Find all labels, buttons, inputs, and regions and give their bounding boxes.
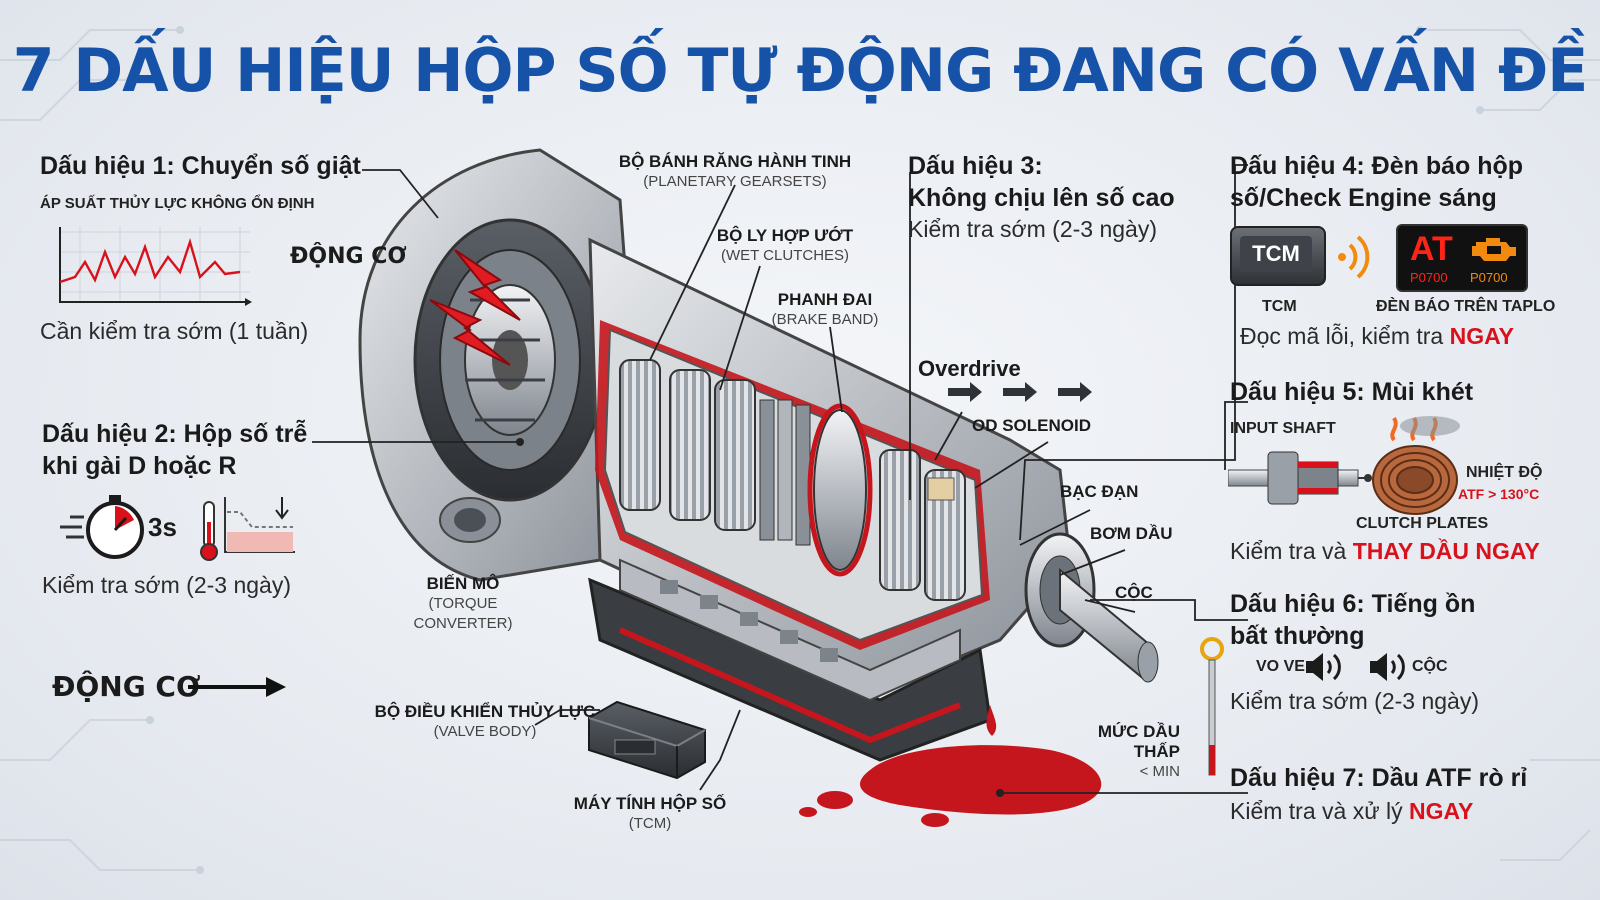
sign4-note: Đọc mã lỗi, kiểm tra NGAY — [1240, 323, 1514, 350]
planetary-label-en: (PLANETARY GEARSETS) — [643, 173, 827, 190]
valve-body-label: BỘ ĐIỀU KHIỂN THỦY LỰC (VALVE BODY) — [370, 702, 600, 742]
wet-clutch-label: BỘ LY HỢP ƯỚT (WET CLUTCHES) — [700, 226, 870, 266]
sign5-heading: Dấu hiệu 5: Mùi khét — [1230, 378, 1474, 406]
speaker-icon — [1306, 653, 1341, 681]
overdrive-label: Overdrive — [918, 356, 1021, 381]
tcm-computer-icon — [588, 700, 706, 780]
sign4-heading-line1: Dấu hiệu 4: Đèn báo hộp — [1230, 152, 1524, 180]
low-oil-label-vi: MỨC DẦU THẤP — [1097, 722, 1180, 761]
brake-band-label-vi: PHANH ĐAI — [777, 290, 873, 309]
sign4-note-prefix: Đọc mã lỗi, kiểm tra — [1240, 323, 1444, 349]
dash-caption: ĐÈN BÁO TRÊN TAPLO — [1376, 298, 1556, 315]
input-shaft-icon — [1228, 451, 1372, 505]
tcm-module-icon: TCM — [1230, 226, 1326, 286]
coc-label: CỘC — [1115, 583, 1153, 602]
sign7-heading: Dấu hiệu 7: Dầu ATF rò rỉ — [1230, 764, 1528, 792]
arrow-right-icon — [188, 677, 286, 697]
bearing-label: BẠC ĐẠN — [1060, 482, 1139, 501]
delay-icons — [60, 495, 295, 561]
wet-clutch-label-vi: BỘ LY HỢP ƯỚT — [716, 226, 854, 245]
planetary-label: BỘ BÁNH RĂNG HÀNH TINH (PLANETARY GEARSE… — [590, 152, 880, 192]
sound-label-1: VO VE — [1256, 658, 1305, 675]
sign2-timer: 3s — [148, 512, 177, 542]
oil-pump-label: BƠM DẦU — [1090, 524, 1173, 543]
engine-arrow-label: ĐỘNG CƠ — [52, 670, 201, 703]
planetary-gearsets — [619, 359, 756, 531]
sign7-note-emphasis: NGAY — [1409, 798, 1474, 824]
lightning-icon — [429, 249, 521, 366]
wet-clutch-label-en: (WET CLUTCHES) — [720, 247, 850, 264]
sign3-note: Kiểm tra sớm (2-3 ngày) — [908, 216, 1157, 242]
valve-body-label-vi: BỘ ĐIỀU KHIỂN THỦY LỰC — [374, 702, 596, 721]
temp-value: ATF > 130°C — [1458, 486, 1540, 502]
brake-band-drum — [807, 403, 873, 577]
sign5-note: Kiểm tra và THAY DẦU NGAY — [1230, 538, 1540, 565]
speaker-icon — [1370, 653, 1405, 681]
check-engine-icon — [1472, 238, 1516, 261]
valve-body-label-en: (VALVE BODY) — [433, 723, 537, 740]
sign4-heading-line2: số/Check Engine sáng — [1230, 184, 1497, 212]
sign1-heading: Dấu hiệu 1: Chuyển số giật — [40, 152, 361, 180]
dipstick-icon — [1200, 637, 1224, 776]
tcm-label-en: (TCM) — [628, 815, 672, 832]
overdrive-arrows — [948, 382, 1092, 402]
sign5-note-prefix: Kiểm tra và — [1230, 538, 1347, 564]
clutch-plates-label: CLUTCH PLATES — [1356, 515, 1489, 532]
sign6-note: Kiểm tra sớm (2-3 ngày) — [1230, 688, 1479, 714]
pressure-chart-icon — [59, 227, 252, 306]
sound-wave-icon — [1338, 235, 1370, 279]
low-oil-label: MỨC DẦU THẤP < MIN — [1062, 722, 1180, 782]
torque-converter-label-vi: BIẾN MÔ — [426, 574, 500, 593]
sign1-note: Cần kiểm tra sớm (1 tuần) — [40, 318, 309, 344]
dash-at-label: AT — [1410, 230, 1453, 268]
sign6-heading-line1: Dấu hiệu 6: Tiếng ồn — [1230, 590, 1476, 618]
od-solenoid-part — [927, 477, 955, 501]
sign2-heading-line2: khi gài D hoặc R — [42, 452, 237, 480]
tcm-caption: TCM — [1262, 298, 1297, 315]
torque-converter-label: BIẾN MÔ (TORQUE CONVERTER) — [378, 574, 548, 634]
temp-label: NHIỆT ĐỘ — [1466, 464, 1543, 481]
sign7-note: Kiểm tra và xử lý NGAY — [1230, 798, 1473, 825]
tcm-label: MÁY TÍNH HỘP SỐ (TCM) — [565, 794, 735, 834]
dashboard-warning-panel: AT P0700 P0700 — [1396, 224, 1528, 292]
sign1-chart-label: ÁP SUẤT THỦY LỰC KHÔNG ỔN ĐỊNH — [40, 195, 315, 212]
thermometer-icon — [200, 501, 218, 561]
sign4-note-emphasis: NGAY — [1449, 323, 1514, 349]
dash-code-2: P0700 — [1470, 270, 1508, 285]
stopwatch-icon — [60, 495, 144, 559]
planetary-label-vi: BỘ BÁNH RĂNG HÀNH TINH — [618, 152, 852, 171]
input-shaft-label: INPUT SHAFT — [1230, 420, 1336, 437]
sign2-note: Kiểm tra sớm (2-3 ngày) — [42, 572, 291, 598]
sign6-heading-line2: bất thường — [1230, 622, 1365, 650]
engine-label: ĐỘNG CƠ — [290, 244, 407, 269]
sign2-heading-line1: Dấu hiệu 2: Hộp số trễ — [42, 420, 308, 448]
brake-band-label-en: (BRAKE BAND) — [771, 311, 879, 328]
sound-label-2: CỘC — [1412, 658, 1448, 675]
wet-clutch-pack — [759, 399, 811, 546]
tcm-box-label: TCM — [1240, 236, 1312, 272]
rear-planetary — [879, 449, 966, 601]
od-solenoid-label: OD SOLENOID — [972, 416, 1092, 435]
sign7-note-prefix: Kiểm tra và xử lý — [1230, 798, 1403, 824]
sign3-heading-line2: Không chịu lên số cao — [908, 184, 1175, 212]
tcm-label-vi: MÁY TÍNH HỘP SỐ — [573, 794, 727, 813]
dash-code-1: P0700 — [1410, 270, 1448, 285]
sign5-note-emphasis: THAY DẦU NGAY — [1352, 538, 1540, 564]
valve-body-part — [619, 558, 961, 702]
atf-leak-puddle — [799, 705, 1102, 827]
clutch-plates-icon — [1372, 416, 1460, 515]
torque-converter-label-en: (TORQUE CONVERTER) — [413, 595, 513, 632]
sign3-heading-line1: Dấu hiệu 3: — [908, 152, 1043, 180]
page-title: 7 DẤU HIỆU HỘP SỐ TỰ ĐỘNG ĐANG CÓ VẤN ĐỀ — [12, 36, 1589, 106]
brake-band-label: PHANH ĐAI (BRAKE BAND) — [760, 290, 890, 330]
low-oil-label-min: < MIN — [1139, 763, 1180, 780]
